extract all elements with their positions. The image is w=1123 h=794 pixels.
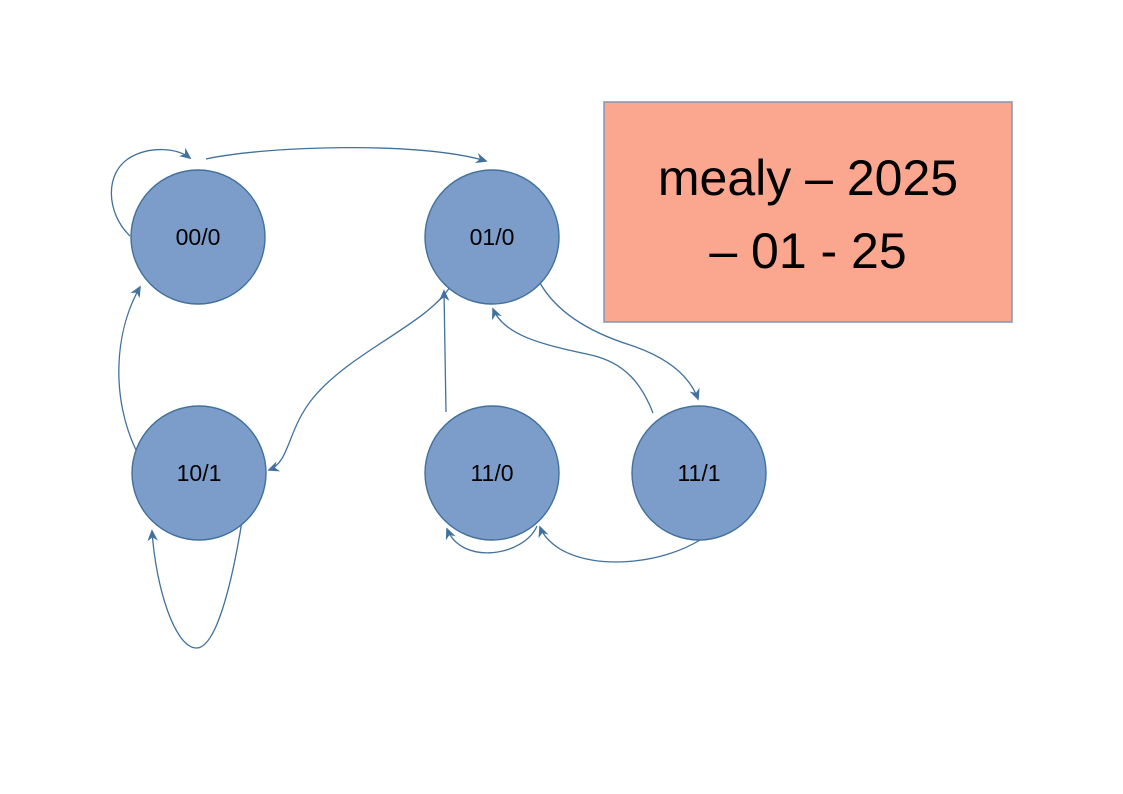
title-box-rect <box>603 101 1013 323</box>
title-line-1: mealy – 2025 <box>658 150 958 206</box>
state-circle <box>424 169 560 305</box>
transition-00-to-01 <box>205 146 488 164</box>
state-10-1: 10/1 <box>131 405 267 541</box>
transition-110-to-01 <box>438 289 450 413</box>
state-label: 11/0 <box>470 460 513 486</box>
transition-01-to-10 <box>267 286 451 472</box>
state-label: 10/1 <box>177 460 222 486</box>
transitions-layer <box>110 146 701 649</box>
state-circle <box>131 405 267 541</box>
transition-110-self-loop <box>445 525 538 554</box>
title-box: mealy – 2025 – 01 - 25 <box>603 101 1013 323</box>
state-11-1: 11/1 <box>631 405 767 541</box>
state-11-0: 11/0 <box>424 405 560 541</box>
transition-111-to-01 <box>492 307 654 414</box>
state-label: 11/1 <box>677 460 720 486</box>
title-line-2: – 01 - 25 <box>709 223 906 279</box>
transition-01-to-111 <box>539 282 700 401</box>
state-label: 01/0 <box>470 224 515 250</box>
state-circle <box>424 405 560 541</box>
state-01-0: 01/0 <box>424 169 560 305</box>
state-circle <box>130 169 266 305</box>
state-00-0: 00/0 <box>130 169 266 305</box>
transition-00-self-loop <box>110 147 192 237</box>
state-circle <box>631 405 767 541</box>
state-label: 00/0 <box>176 224 221 250</box>
transition-111-to-110 <box>538 525 701 563</box>
transition-10-self-loop <box>147 520 243 649</box>
states-layer: 00/0 01/0 10/1 11/0 11/1 <box>130 169 767 541</box>
transition-10-to-00 <box>118 285 141 451</box>
